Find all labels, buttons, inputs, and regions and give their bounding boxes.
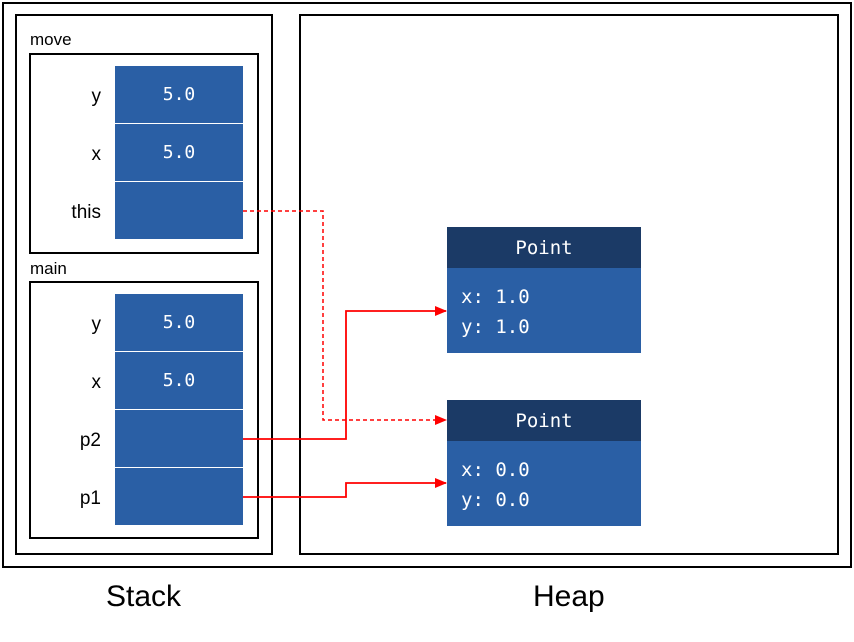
heap-object-field-x: x: 1.0 <box>461 286 530 308</box>
frame-name-main: main <box>30 259 67 278</box>
arrow-p2-to-point1 <box>243 306 447 440</box>
var-label-move-y: y <box>91 86 102 107</box>
var-cell-main-x: 5.0 <box>115 352 243 410</box>
var-label-main-y: y <box>91 314 102 335</box>
var-label-main-p2: p2 <box>79 430 101 451</box>
var-label-main-x: x <box>91 372 102 393</box>
arrow-this-to-point2 <box>243 210 447 425</box>
arrow-p1-to-point2 <box>243 478 447 498</box>
heap-label: Heap <box>533 580 605 613</box>
var-cell-main-p2 <box>115 410 243 468</box>
stack-label: Stack <box>106 580 182 613</box>
var-label-main-p1: p1 <box>79 488 101 509</box>
heap-object-field-y: y: 0.0 <box>461 489 530 511</box>
var-label-move-x: x <box>91 144 102 165</box>
var-cell-main-y: 5.0 <box>115 294 243 352</box>
heap-object-body: x: 0.0 y: 0.0 <box>447 441 641 526</box>
heap-object-field-x: x: 0.0 <box>461 459 530 481</box>
heap-object-field-y: y: 1.0 <box>461 316 530 338</box>
var-cell-main-p1 <box>115 468 243 525</box>
var-cell-move-y: 5.0 <box>115 66 243 124</box>
var-cell-move-this <box>115 182 243 239</box>
heap-object-header: Point <box>447 227 641 268</box>
var-cell-move-x: 5.0 <box>115 124 243 182</box>
heap-object-header: Point <box>447 400 641 441</box>
var-label-move-this: this <box>71 202 101 223</box>
frame-name-move: move <box>30 30 72 49</box>
heap-object-body: x: 1.0 y: 1.0 <box>447 268 641 353</box>
